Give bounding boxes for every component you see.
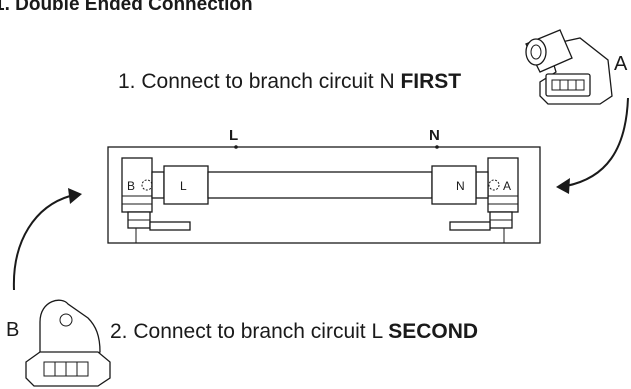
step-1-instruction: 1. Connect to branch circuit N FIRST: [118, 70, 461, 93]
step-2-emphasis: SECOND: [388, 320, 478, 343]
arrow-b-head-icon: [68, 188, 82, 204]
lamp-socket-l-label: L: [180, 179, 187, 193]
right-lampholder: [449, 157, 519, 243]
connector-b-icon: [25, 299, 111, 387]
connector-a-icon: [525, 29, 613, 105]
lamp-socket-n-label: N: [456, 179, 465, 193]
connector-b-label: B: [6, 319, 19, 341]
arrow-a-head-icon: [556, 178, 570, 194]
step-2-text: 2. Connect to branch circuit L: [110, 320, 388, 343]
terminal-l-dot: [234, 145, 238, 149]
lamp-tube: [163, 165, 477, 205]
step-1-emphasis: FIRST: [400, 70, 461, 93]
end-a-label: A: [503, 179, 511, 193]
terminal-n-label: N: [429, 127, 440, 144]
step-2-instruction: 2. Connect to branch circuit L SECOND: [110, 320, 478, 343]
arrow-b-to-fixture: [12, 195, 71, 291]
terminal-l-label: L: [229, 127, 238, 144]
end-b-label: B: [127, 179, 135, 193]
arrow-a-to-fixture: [565, 97, 629, 187]
terminal-n-dot: [435, 145, 439, 149]
connector-a-label: A: [614, 53, 628, 75]
diagram-heading: 1. Double Ended Connection: [0, 0, 253, 15]
fixture-housing: [107, 146, 541, 244]
step-1-text: 1. Connect to branch circuit N: [118, 70, 400, 93]
left-lampholder: [121, 157, 191, 243]
